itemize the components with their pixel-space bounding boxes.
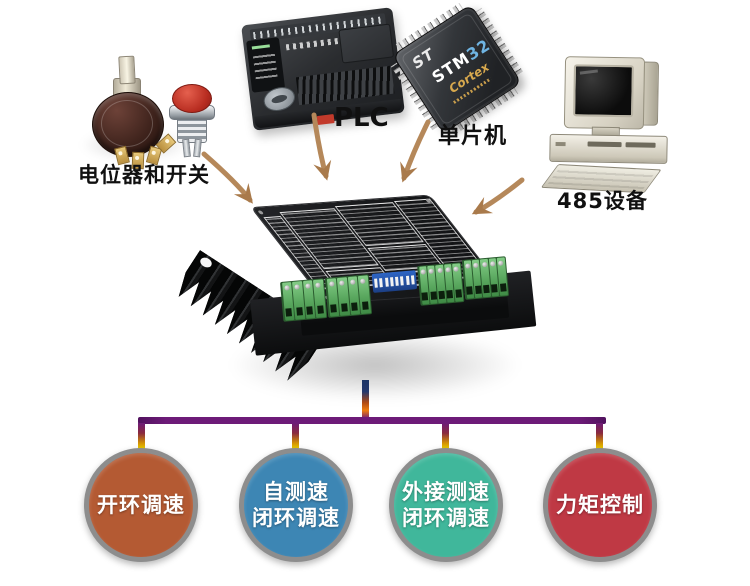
drop-line	[596, 423, 603, 452]
arrow-485-to-driver	[471, 177, 525, 215]
arrow-plc-to-driver	[311, 112, 332, 181]
drop-line	[442, 423, 449, 452]
arrow-mcu-to-driver	[400, 119, 431, 183]
mode-label-line: 自测速	[263, 480, 329, 504]
push-button-cap	[172, 84, 212, 113]
mode-label: 开环调速	[97, 492, 185, 518]
mode-circle-torque-control: 力矩控制	[543, 448, 657, 562]
mode-label-line: 闭环调速	[402, 506, 490, 530]
mode-label-line: 外接测速	[402, 480, 490, 504]
mode-label: 外接测速 闭环调速	[402, 479, 490, 531]
mode-label: 自测速 闭环调速	[252, 479, 340, 531]
arrow-pot-to-driver	[201, 151, 253, 204]
source-label-pot-switch: 电位器和开关	[78, 163, 210, 187]
mode-label-line: 开环调速	[97, 493, 185, 517]
mode-label-line: 闭环调速	[252, 506, 340, 530]
source-label-485: 485设备	[557, 189, 648, 213]
source-label-mcu: 单片机	[438, 124, 508, 149]
driver-output-line	[362, 380, 369, 419]
mode-circle-self-speed-closed-loop: 自测速 闭环调速	[239, 448, 353, 562]
bus-bar	[138, 417, 606, 424]
mode-circle-external-speed-closed-loop: 外接测速 闭环调速	[389, 448, 503, 562]
mode-label: 力矩控制	[556, 492, 644, 518]
potentiometer-ring	[101, 100, 153, 147]
drop-line	[292, 423, 299, 452]
source-label-plc: PLC	[334, 103, 389, 133]
mode-label-line: 力矩控制	[556, 493, 644, 517]
mode-circle-open-loop: 开环调速	[84, 448, 198, 562]
drop-line	[138, 423, 145, 452]
